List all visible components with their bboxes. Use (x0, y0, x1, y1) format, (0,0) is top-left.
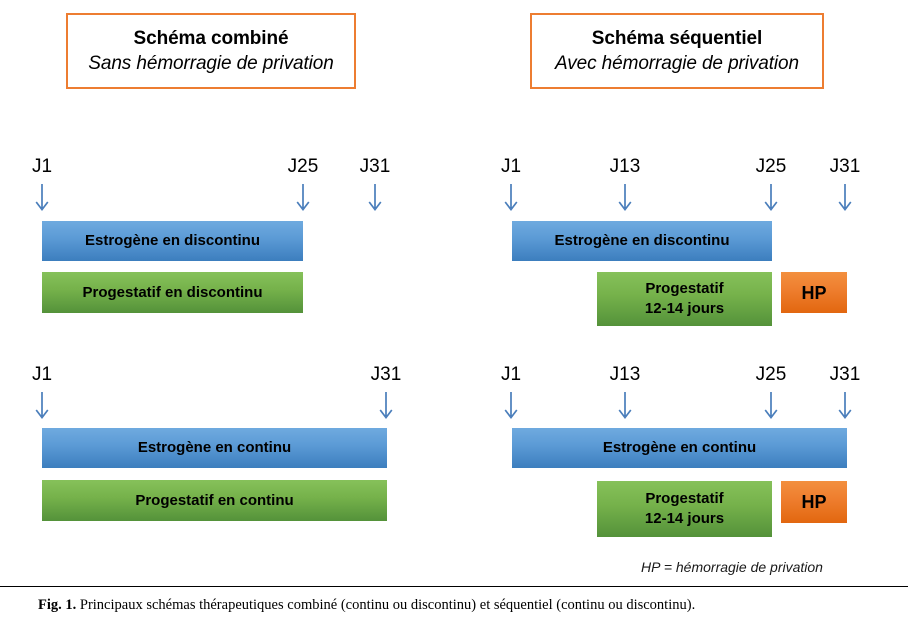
day-arrow-combine-continu-j1 (35, 392, 49, 424)
bar-sequentiel-continu-progestatif: Progestatif 12-14 jours (597, 481, 772, 537)
bar-label-line: HP (801, 492, 827, 512)
figure-caption: Fig. 1. Principaux schémas thérapeutique… (38, 596, 695, 615)
day-arrow-sequentiel-continu-j1 (504, 392, 518, 424)
legend-hp-note: HP = hémorragie de privation (641, 559, 823, 575)
day-label-sequentiel-discontinu-j31: J31 (829, 156, 861, 177)
bar-combine-continu-estrogene: Estrogène en continu (42, 428, 387, 468)
day-label-combine-continu-j1: J1 (31, 364, 53, 385)
day-label-combine-discontinu-j1: J1 (31, 156, 53, 177)
day-arrow-sequentiel-discontinu-j1 (504, 184, 518, 216)
day-arrow-combine-continu-j31 (379, 392, 393, 424)
bar-label-line: Progestatif en continu (135, 491, 294, 509)
bar-label-line: Estrogène en continu (602, 439, 757, 456)
caption-divider (0, 586, 908, 587)
day-label-sequentiel-discontinu-j25: J25 (755, 156, 787, 177)
bar-label-line: Estrogène en discontinu (554, 232, 730, 249)
bar-label-line: HP (801, 282, 827, 303)
day-arrow-sequentiel-continu-j31 (838, 392, 852, 424)
day-arrow-combine-discontinu-j31 (368, 184, 382, 216)
day-arrow-combine-discontinu-j25 (296, 184, 310, 216)
header-title-sequentiel: Schéma séquentiel (591, 27, 763, 49)
header-subtitle-combine: Sans hémorragie de privation (88, 52, 334, 74)
bar-sequentiel-discontinu-progestatif: Progestatif 12-14 jours (597, 272, 772, 326)
day-label-sequentiel-discontinu-j1: J1 (500, 156, 522, 177)
day-arrow-combine-discontinu-j1 (35, 184, 49, 216)
bar-sequentiel-discontinu-hp: HP (781, 272, 847, 313)
bar-label-line: Progestatif en discontinu (82, 283, 263, 301)
day-label-sequentiel-continu-j1: J1 (500, 364, 522, 385)
header-box-combine: Schéma combiné Sans hémorragie de privat… (66, 13, 356, 89)
bar-combine-discontinu-estrogene: Estrogène en discontinu (42, 221, 303, 261)
day-label-combine-discontinu-j31: J31 (359, 156, 391, 177)
bar-label-line: Estrogène en continu (137, 439, 292, 456)
day-arrow-sequentiel-discontinu-j25 (764, 184, 778, 216)
day-arrow-sequentiel-continu-j13 (618, 392, 632, 424)
bar-label-line: Progestatif (645, 280, 724, 297)
bar-combine-continu-progestatif: Progestatif en continu (42, 480, 387, 521)
bar-label-line: Estrogène en discontinu (84, 232, 261, 249)
figure-caption-text: Principaux schémas thérapeutiques combin… (76, 597, 696, 613)
day-label-combine-discontinu-j25: J25 (287, 156, 319, 177)
bar-sequentiel-discontinu-estrogene: Estrogène en discontinu (512, 221, 772, 261)
header-box-sequentiel: Schéma séquentiel Avec hémorragie de pri… (530, 13, 824, 89)
day-arrow-sequentiel-continu-j25 (764, 392, 778, 424)
bar-combine-discontinu-progestatif: Progestatif en discontinu (42, 272, 303, 313)
bar-label-line: 12-14 jours (644, 510, 725, 527)
bar-label-line: 12-14 jours (644, 300, 725, 317)
header-title-combine: Schéma combiné (133, 27, 289, 49)
day-arrow-sequentiel-discontinu-j31 (838, 184, 852, 216)
day-label-combine-continu-j31: J31 (370, 364, 402, 385)
day-label-sequentiel-discontinu-j13: J13 (609, 156, 641, 177)
bar-label-line: Progestatif (645, 490, 724, 507)
day-label-sequentiel-continu-j13: J13 (609, 364, 641, 385)
figure-caption-label: Fig. 1. (38, 597, 77, 613)
day-arrow-sequentiel-discontinu-j13 (618, 184, 632, 216)
day-label-sequentiel-continu-j25: J25 (755, 364, 787, 385)
day-label-sequentiel-continu-j31: J31 (829, 364, 861, 385)
bar-sequentiel-continu-estrogene: Estrogène en continu (512, 428, 847, 468)
header-subtitle-sequentiel: Avec hémorragie de privation (555, 52, 799, 74)
bar-sequentiel-continu-hp: HP (781, 481, 847, 523)
